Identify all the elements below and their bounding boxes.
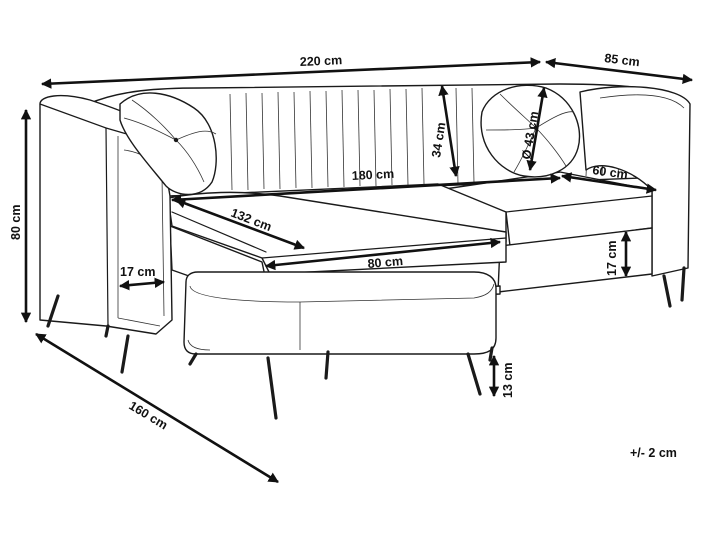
sofa-base	[497, 227, 653, 293]
label-back-height: 34 cm	[429, 121, 448, 158]
sofa-drawing	[39, 83, 691, 420]
label-ottoman-width: 80 cm	[367, 254, 404, 271]
label-seat-width: 180 cm	[351, 167, 394, 183]
label-height-total: 80 cm	[9, 205, 23, 240]
label-seat-depth: 60 cm	[592, 163, 629, 182]
label-depth-total: 85 cm	[604, 51, 641, 69]
label-seat-height: 17 cm	[605, 241, 619, 276]
label-armrest-width: 17 cm	[120, 265, 155, 279]
left-armrest	[39, 94, 173, 335]
label-tolerance: +/- 2 cm	[630, 446, 677, 460]
label-leg-height: 13 cm	[501, 363, 515, 398]
label-width-total: 220 cm	[300, 53, 343, 69]
right-armrest	[579, 85, 691, 277]
dimension-lines	[20, 57, 694, 484]
ottoman	[183, 271, 497, 355]
